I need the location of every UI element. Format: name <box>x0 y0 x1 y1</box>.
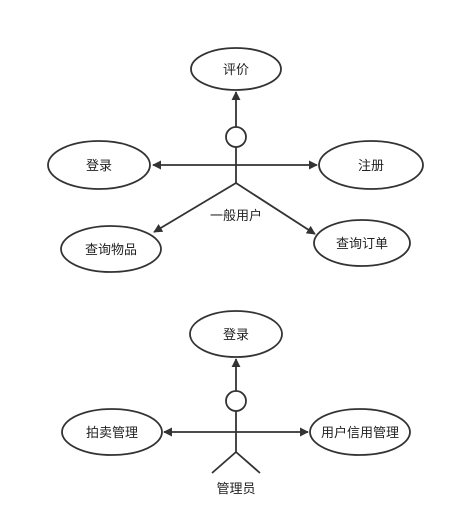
use-case-login[interactable]: 登录 <box>47 140 151 190</box>
use-case-search-items[interactable]: 查询物品 <box>60 225 162 273</box>
actor-head <box>225 126 247 148</box>
admin-group: 登录 拍卖管理 用户信用管理 管理员 <box>61 310 411 497</box>
general-user-actor[interactable] <box>200 126 270 183</box>
use-case-search-items-label: 查询物品 <box>85 243 137 258</box>
admin-use-case-login[interactable]: 登录 <box>189 310 283 358</box>
general-user-label: 一般用户 <box>210 208 262 224</box>
use-case-credit-manage[interactable]: 用户信用管理 <box>309 408 411 456</box>
general-user-group: 评价 登录 注册 查询物品 查询订单 一般用户 <box>47 47 424 273</box>
arrow-to-search-items <box>153 182 237 233</box>
use-case-register[interactable]: 注册 <box>318 140 424 190</box>
use-case-auction-manage[interactable]: 拍卖管理 <box>61 408 163 456</box>
use-case-login-label: 登录 <box>86 159 112 174</box>
admin-use-case-login-label: 登录 <box>223 328 249 343</box>
use-case-search-orders[interactable]: 查询订单 <box>313 219 411 267</box>
use-case-search-orders-label: 查询订单 <box>336 237 388 252</box>
admin-actor[interactable] <box>205 390 266 474</box>
use-case-evaluate[interactable]: 评价 <box>190 47 282 91</box>
admin-actor-left-leg <box>211 451 237 474</box>
use-case-credit-manage-label: 用户信用管理 <box>321 425 399 441</box>
admin-actor-head <box>225 390 247 412</box>
use-case-auction-manage-label: 拍卖管理 <box>86 426 138 441</box>
admin-actor-right-leg <box>235 451 261 474</box>
admin-label: 管理员 <box>216 482 255 497</box>
use-case-evaluate-label: 评价 <box>223 63 249 78</box>
use-case-register-label: 注册 <box>358 159 384 174</box>
arrow-to-search-orders <box>235 182 316 235</box>
